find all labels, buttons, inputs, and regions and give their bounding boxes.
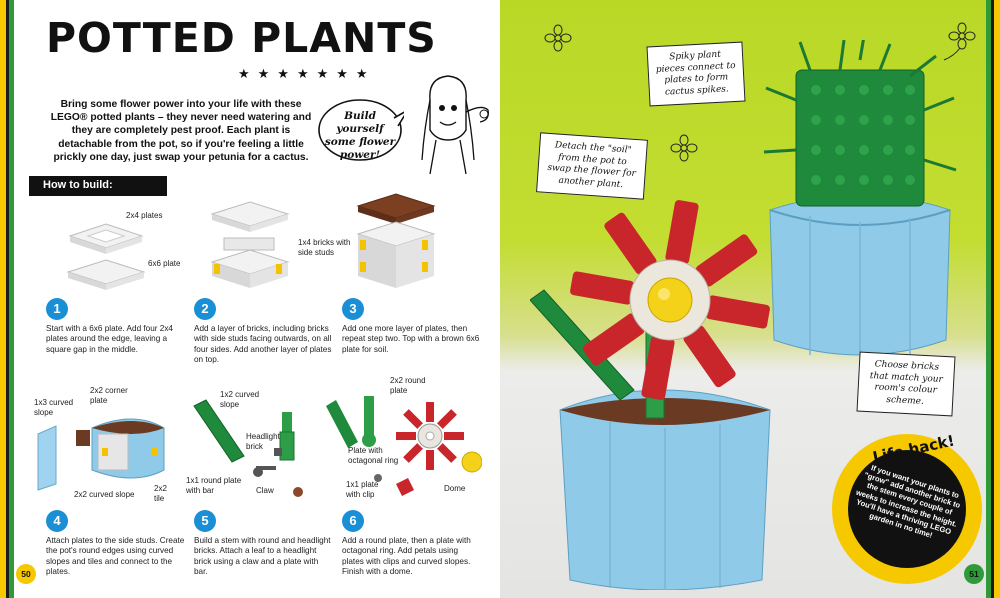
step-2-text: Add a layer of bricks, including bricks …	[194, 324, 332, 364]
left-page: POTTED PLANTS ★★★★★★★ Bring some flower …	[0, 0, 489, 598]
intro-paragraph: Bring some flower power into your life w…	[50, 99, 312, 163]
step-6-text: Add a round plate, then a plate with oct…	[342, 536, 471, 576]
callout-1x4-bricks: 1x4 bricks with side studs	[298, 238, 351, 257]
callout-1x3-curved-slope: 1x3 curved slope	[34, 398, 74, 417]
step-4-text: Attach plates to the side studs. Create …	[46, 536, 185, 576]
callout-2x2-curved-slope: 2x2 curved slope	[74, 490, 135, 499]
step-1-text: Start with a 6x6 plate. Add four 2x4 pla…	[46, 324, 173, 354]
callout-headlight-brick: Headlight brick	[246, 432, 280, 451]
callout-claw: Claw	[256, 486, 274, 495]
step3-illustration	[356, 193, 436, 288]
cactus-plant-illustration	[763, 40, 957, 362]
callout-round-plate-with-bar: 1x1 round plate with bar	[186, 476, 242, 495]
step-1-badge: 1	[46, 298, 68, 320]
callout-dome: Dome	[444, 484, 466, 493]
step-3-text: Add one more layer of plates, then repea…	[342, 324, 480, 354]
step-2-badge: 2	[194, 298, 216, 320]
life-hack-badge	[832, 434, 982, 584]
step-6-badge: 6	[342, 510, 364, 532]
right-page: Spiky plant pieces connect to plates to …	[500, 0, 1000, 598]
callout-plate-with-octagonal-ring: Plate with octagonal ring	[348, 446, 399, 465]
step4-illustration	[37, 418, 165, 491]
speech-bubble: Build yourself some flower power!	[316, 96, 404, 168]
difficulty-stars: ★★★★★★★	[238, 66, 376, 81]
note-spiky-pieces: Spiky plant pieces connect to plates to …	[646, 41, 746, 107]
callout-1x1-plate-with-clip: 1x1 plate with clip	[346, 480, 379, 499]
note-detach-soil: Detach the "soil" from the pot to swap t…	[536, 132, 648, 200]
step6-illustration	[326, 396, 482, 496]
callout-2x2-corner-plate: 2x2 corner plate	[90, 386, 128, 405]
minifigure-sketch	[421, 75, 489, 175]
step5-illustration	[193, 399, 303, 497]
flower-doodle-icon	[544, 24, 572, 52]
flower-doodle-icon	[670, 134, 698, 162]
callout-2x2-round-plate: 2x2 round plate	[390, 376, 426, 395]
page-title: POTTED PLANTS	[46, 14, 437, 62]
left-page-number: 50	[16, 564, 36, 584]
step2-illustration	[210, 201, 290, 288]
right-page-number: 51	[964, 564, 984, 584]
right-spine-strip	[986, 0, 1000, 598]
callout-2x4-plates: 2x4 plates	[126, 211, 163, 220]
speech-bubble-text: Build yourself some flower power!	[324, 110, 396, 161]
flower-doodle-icon	[943, 22, 976, 61]
step-3-badge: 3	[342, 298, 364, 320]
callout-2x2-tile: 2x2 tile	[154, 484, 167, 503]
step-5-text: Build a stem with round and headlight br…	[194, 536, 331, 576]
flower-plant-illustration	[530, 200, 771, 590]
how-to-build-heading: How to build:	[29, 176, 167, 196]
callout-1x2-curved-slope: 1x2 curved slope	[220, 390, 260, 409]
callout-6x6-plate: 6x6 plate	[148, 259, 181, 268]
step-4-badge: 4	[46, 510, 68, 532]
left-spine-strip	[0, 0, 14, 598]
step1-illustration	[66, 223, 146, 290]
note-choose-bricks: Choose bricks that match your room's col…	[856, 351, 956, 417]
step-5-badge: 5	[194, 510, 216, 532]
